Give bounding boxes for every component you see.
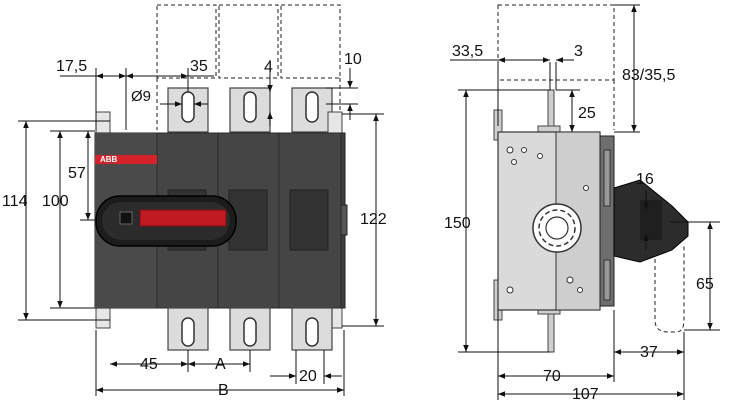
dim-b: B (218, 382, 229, 399)
dim-16: 16 (636, 171, 654, 188)
dim-45: 45 (140, 356, 158, 373)
side-dimension-lines (450, 4, 720, 400)
dim-70: 70 (543, 368, 561, 385)
terminal-bottom-1 (167, 307, 209, 351)
dim-17-5: 17,5 (56, 58, 87, 75)
terminal-bottom-3 (291, 307, 333, 351)
dim-150: 150 (444, 215, 471, 232)
terminal-top-1 (167, 87, 209, 133)
front-view: ABB (2, 4, 387, 399)
dim-122: 122 (360, 211, 387, 228)
side-handle (613, 179, 689, 263)
dim-3: 3 (574, 43, 583, 60)
front-dimension-labels: 17,5 35 Ø9 4 10 57 100 114 122 45 A 20 B (2, 51, 387, 399)
terminal-top-3 (291, 87, 333, 133)
abb-logo: ABB (100, 155, 118, 164)
top-terminals (167, 87, 333, 133)
bottom-terminals (167, 307, 333, 351)
side-view: 33,5 3 83/35,5 25 150 16 65 37 70 107 (444, 4, 720, 403)
dim-10: 10 (344, 51, 362, 68)
drive-shaft (532, 203, 582, 253)
brand-stripe (95, 155, 157, 164)
front-dimension-lines (18, 60, 384, 396)
dim-4: 4 (264, 59, 273, 76)
dim-35: 35 (190, 58, 208, 75)
dim-diameter-9: Ø9 (131, 88, 151, 105)
terminal-bottom-2 (229, 307, 271, 351)
dim-107: 107 (572, 386, 599, 403)
side-body (497, 131, 615, 311)
dim-37: 37 (640, 344, 658, 361)
dim-a: A (215, 356, 226, 373)
dim-83-35-5: 83/35,5 (622, 67, 675, 84)
dim-20: 20 (299, 368, 317, 385)
dim-57: 57 (68, 165, 86, 182)
dim-100: 100 (42, 193, 69, 210)
terminal-top-2 (229, 87, 271, 133)
dim-33-5: 33,5 (452, 43, 483, 60)
dim-65: 65 (696, 276, 714, 293)
dim-114: 114 (2, 193, 28, 210)
operating-handle (95, 195, 237, 247)
dim-25: 25 (578, 105, 596, 122)
side-dimension-labels: 33,5 3 83/35,5 25 150 16 65 37 70 107 (444, 43, 714, 403)
